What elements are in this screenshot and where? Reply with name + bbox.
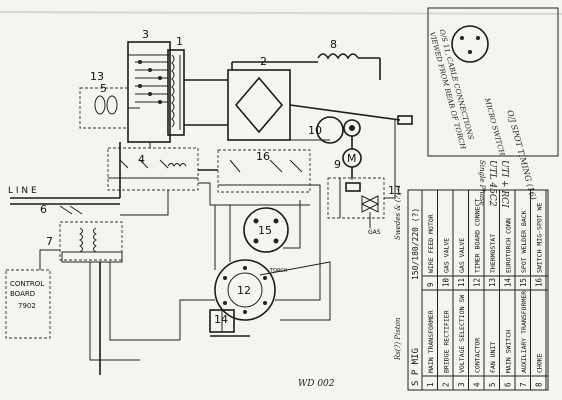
legend-label: GAS VALVE [443, 238, 451, 273]
legend-label: MAIN TRANSFORMER [427, 310, 435, 373]
number-2: 2 [260, 55, 267, 68]
legend-number: 2 [442, 382, 451, 387]
model-notes: UTI + RCI UTL 45C2 Single Phase [478, 160, 509, 208]
number-12: 12 [237, 284, 251, 297]
legend-number: 14 [504, 277, 513, 287]
model-note-3: Single Phase [478, 160, 486, 206]
legend-label: THERMOSTAT [489, 234, 497, 273]
number-4: 4 [138, 153, 145, 166]
wiring-harness [39, 120, 396, 375]
number-3: 3 [142, 28, 149, 41]
legend-label: CHOKE [536, 353, 544, 373]
legend-label: VOLTAGE SELECTION SW [458, 295, 466, 373]
legend-number: 10 [442, 277, 451, 287]
legend-number: 5 [488, 382, 497, 387]
output-terminal [397, 115, 413, 125]
legend-number: 1 [426, 382, 435, 387]
legend-label: MAIN SWITCH [505, 330, 513, 373]
auxiliary-transformer [59, 221, 123, 261]
page-mark: WD 002 [298, 379, 335, 389]
svg-text:M: M [347, 152, 357, 165]
legend-label: FAN UNIT [489, 342, 497, 373]
number-8: 8 [330, 38, 337, 51]
choke [231, 53, 381, 80]
paper-fold [0, 11, 562, 15]
number-11: 11 [388, 184, 402, 197]
legend-label: GAS VALVE [458, 238, 466, 273]
control-board [5, 269, 51, 339]
torch-label: TORCH [269, 268, 288, 274]
terminal-strip [61, 251, 123, 263]
legend-number: 3 [457, 382, 466, 387]
legend-label: BRIDGE RECTIFIER [443, 310, 451, 373]
legend-number: 4 [473, 382, 482, 387]
table-side-note: Swedes & (?) -1 [394, 184, 402, 240]
legend-label: AUXILIARY TRANSFORMER [520, 291, 528, 373]
legend-label: EUROTORCH CONN [505, 218, 513, 273]
legend-label: TIMER BOARD CONNECT [474, 199, 482, 273]
spot-welder-connector [243, 207, 289, 253]
model-note-4: Rs(?) Piston [394, 317, 402, 361]
number-10: 10 [308, 124, 322, 137]
eurotorch-connector [209, 309, 250, 337]
model-note-1: UTI + RCI [499, 160, 509, 208]
legend-number: 15 [519, 278, 528, 287]
legend-number: 12 [473, 278, 482, 287]
legend-table: S P MIG 150/180/220 (?) 1 MAIN TRANSFORME… [394, 184, 549, 391]
control-board-code: 7902 [18, 302, 36, 310]
legend-label: SWITCH MIG-SPOT WE [536, 202, 544, 273]
table-ratings: 150/180/220 (?) [411, 208, 420, 280]
contactor [107, 147, 199, 191]
table-title: S P MIG [411, 348, 421, 386]
control-board-label-1: CONTROL [10, 280, 44, 288]
number-5: 5 [100, 82, 107, 95]
fan-unit [79, 87, 140, 129]
gas-label: GAS [368, 229, 381, 236]
legend-number: 13 [488, 278, 497, 287]
output-lead [289, 104, 401, 121]
mig-spot-switch [217, 149, 311, 193]
number-7: 7 [46, 235, 53, 248]
legend-rows: 1 MAIN TRANSFORMER 2 BRIDGE RECTIFIER 3 VOLTA… [426, 190, 547, 390]
number-15: 15 [258, 224, 272, 237]
number-16: 16 [256, 150, 270, 163]
legend-number: 11 [457, 278, 466, 287]
legend-label: WIRE FEED MOTOR [427, 214, 435, 273]
legend-number: 16 [535, 277, 544, 287]
main-switch [10, 197, 120, 215]
number-9: 9 [334, 158, 341, 171]
timer-board-connector [214, 259, 276, 321]
legend-label: SPOT WELDER BACK [520, 210, 528, 273]
legend-number: 6 [504, 382, 513, 387]
legend-number: 8 [535, 382, 544, 387]
number-6: 6 [40, 203, 47, 216]
main-transformer [167, 49, 185, 136]
number-1: 1 [176, 35, 183, 48]
component-numbers: 1 2 3 4 5 6 7 8 9 10 11 12 13 14 15 16 [40, 28, 402, 326]
number-13: 13 [90, 70, 104, 83]
legend-number: 9 [426, 282, 435, 287]
legend-label: CONTACTOR [474, 338, 482, 373]
legend-number: 7 [519, 382, 528, 387]
control-board-label-2: BOARD [10, 290, 35, 298]
line-label: L I N E [8, 186, 37, 196]
number-14: 14 [214, 313, 228, 326]
model-note-2: UTL 45C2 [487, 160, 497, 207]
